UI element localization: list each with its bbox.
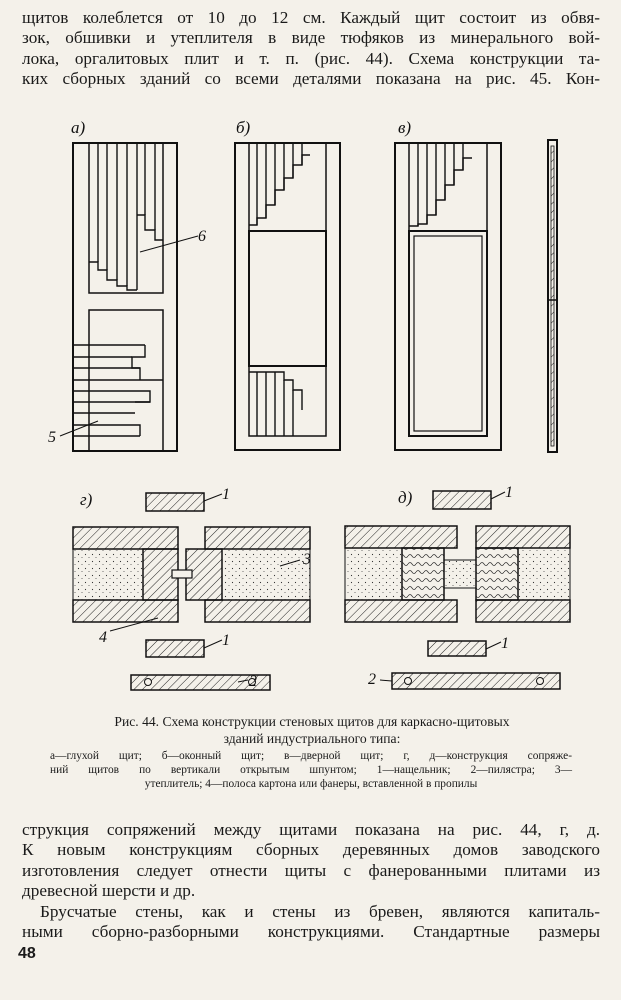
page-number: 48 [18,945,36,962]
callout-3: 3 [302,551,311,568]
text-line: К новым конструкциям сборных деревянных … [22,840,600,860]
caption-title-line: Рис. 44. Схема конструкции стеновых щито… [114,714,510,729]
label-b: б) [236,118,251,137]
callout-4: 4 [99,629,107,646]
callout-2-g: 2 [249,673,257,690]
top-paragraph: щитов колеблется от 10 до 12 см. Каждый … [22,8,600,89]
caption-desc-line: ний щитов по вертикали открытым шпунтом;… [50,764,572,776]
text-line: ными сборно-разборными конструкциями. Ст… [22,922,600,942]
joint-detail-g [72,492,311,691]
figure-caption-title: Рис. 44. Схема конструкции стеновых щито… [62,713,562,747]
callout-2-d: 2 [368,671,376,688]
label-d: д) [398,488,413,507]
text-line: изготовления следует отнести щиты с фане… [22,860,600,880]
text-line: щитов колеблется от 10 до 12 см. Каждый … [22,8,600,27]
bottom-paragraph-1: струкция сопряжений между щитами показан… [22,820,600,901]
text-line: зок, обшивки и утеплителя в виде тюфяков… [22,28,600,48]
callout-1-bottom-g: 1 [222,632,230,649]
caption-title-line: зданий индустриального типа: [223,731,401,746]
caption-desc-line: утеплитель; 4—полоса картона или фанеры,… [144,778,478,790]
label-v: в) [398,118,411,137]
label-a: а) [71,118,86,137]
callout-1-top-g: 1 [222,486,230,503]
text-line: древесной шерсти и др. [22,880,196,900]
text-line: струкция сопряжений между щитами показан… [22,820,600,839]
callout-1-bottom-d: 1 [501,635,509,652]
text-line: Брусчатые стены, как и стены из бревен, … [40,902,600,921]
bottom-paragraph-2: Брусчатые стены, как и стены из бревен, … [22,902,600,943]
panel-v-door [394,142,502,451]
caption-desc-line: а—глухой щит; б—оконный щит; в—дверной щ… [50,750,572,762]
text-line: ких сборных зданий со всеми деталями пок… [22,68,600,88]
figure-44: а) б) в) г) д) 6 5 1 3 4 1 2 1 1 2 [48,118,571,691]
joint-detail-d [344,490,571,690]
panel-b-window [234,142,341,451]
callout-5: 5 [48,429,56,446]
panel-side-section [547,139,558,453]
panel-a-solid [72,142,178,452]
figure-caption-description: а—глухой щит; б—оконный щит; в—дверной щ… [50,749,572,791]
callout-1-top-d: 1 [505,484,513,501]
label-g: г) [80,490,93,509]
callout-6: 6 [198,228,206,245]
text-line: лока, оргалитовых плит и т. п. (рис. 44)… [22,48,600,68]
